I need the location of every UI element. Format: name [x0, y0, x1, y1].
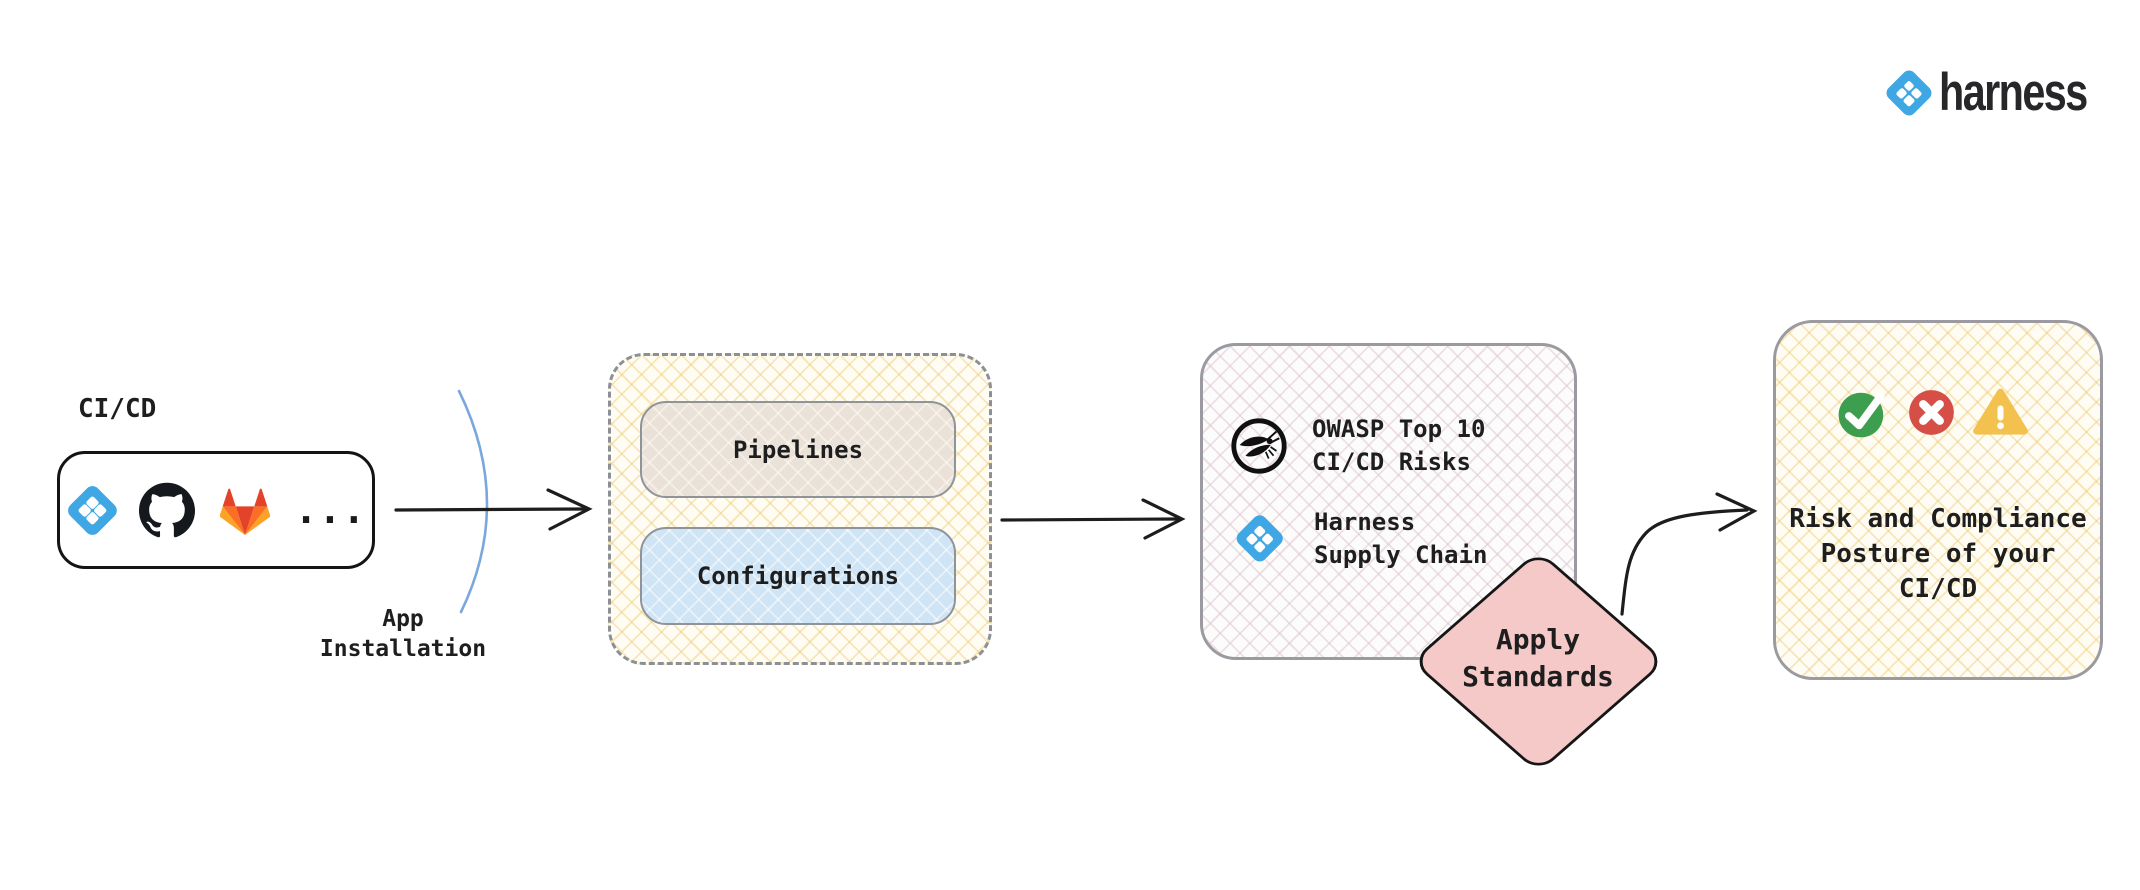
- harness-wordmark: harness: [1939, 63, 2088, 122]
- harness-supply-chain-row: Harness Supply Chain: [1233, 506, 1488, 572]
- app-boundary-arc: [457, 389, 489, 614]
- owasp-label: OWASP Top 10 CI/CD Risks: [1312, 415, 1486, 476]
- harness-supply-chain-label: Harness Supply Chain: [1314, 508, 1488, 569]
- result-box: [1773, 320, 2103, 680]
- configurations-node: Configurations: [640, 527, 956, 625]
- harness-icon: [65, 482, 121, 538]
- cross-icon: [1909, 390, 1954, 435]
- cicd-label: CI/CD: [78, 394, 157, 424]
- arrow-to-standards-icon: [1000, 498, 1186, 540]
- pipelines-label: Pipelines: [732, 435, 864, 464]
- arrow-to-group-icon: [394, 488, 593, 531]
- app-installation-label: App Installation: [319, 606, 487, 662]
- owasp-icon: [1231, 418, 1287, 474]
- harness-icon: [1233, 512, 1287, 566]
- github-icon: [138, 482, 195, 538]
- more-tools-ellipsis: ...: [294, 488, 367, 532]
- arrow-to-result-icon: [1620, 492, 1758, 616]
- warning-icon: [1973, 388, 2028, 435]
- configurations-label: Configurations: [696, 562, 900, 590]
- apply-standards-label: Apply Standards: [1462, 623, 1614, 693]
- gitlab-icon: [219, 488, 270, 536]
- apply-standards-diamond: Apply Standards: [1410, 549, 1666, 773]
- result-label: Risk and Compliance Posture of your CI/C…: [1789, 504, 2087, 604]
- pipelines-node: Pipelines: [640, 401, 956, 498]
- cicd-tools-box: ...: [57, 451, 375, 569]
- result-status-icons: [1836, 385, 2029, 440]
- harness-logo: harness: [1883, 63, 2128, 122]
- owasp-row: OWASP Top 10 CI/CD Risks: [1228, 413, 1485, 479]
- check-icon: [1838, 392, 1885, 438]
